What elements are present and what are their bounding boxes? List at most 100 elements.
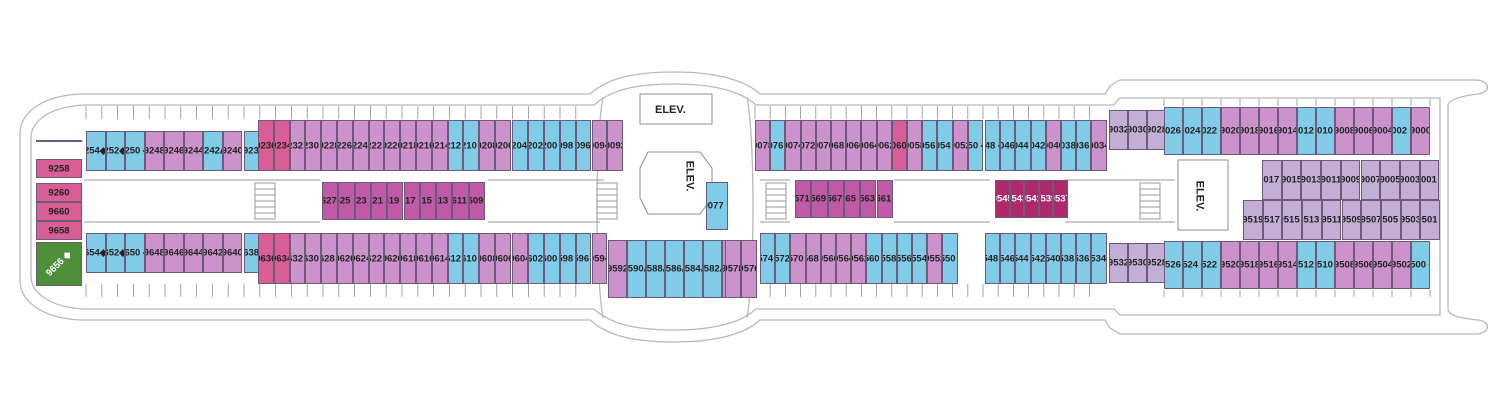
cabin-9092[interactable]: 9092 bbox=[607, 120, 624, 171]
cabin-9604[interactable]: 9604 bbox=[512, 233, 528, 284]
cabin-9626[interactable]: 9626 bbox=[337, 233, 353, 284]
cabin-9658[interactable]: 9658 bbox=[36, 221, 82, 240]
cabin-9544[interactable]: 9544 ◆ bbox=[1015, 233, 1031, 284]
cabin-9537[interactable]: 9537 bbox=[1053, 180, 1068, 218]
cabin-9548[interactable]: 9548 ◆ bbox=[985, 233, 1001, 284]
cabin-9550[interactable]: 9550 ◆ bbox=[942, 233, 958, 284]
cabin-9096[interactable]: 9096Δ bbox=[575, 120, 592, 171]
cabin-9064[interactable]: 9064 bbox=[861, 120, 877, 171]
cabin-9530[interactable]: 9530 bbox=[1128, 243, 1147, 283]
cabin-9569[interactable]: 9569 » bbox=[811, 180, 828, 218]
cabin-9250[interactable]: 9250 ◆ bbox=[125, 131, 145, 171]
cabin-9011[interactable]: 9011 bbox=[1321, 160, 1341, 200]
cabin-9545[interactable]: 9545 bbox=[995, 180, 1010, 218]
cabin-9256[interactable]: 9256 bbox=[36, 140, 82, 142]
cabin-9005[interactable]: 9005 bbox=[1380, 160, 1400, 200]
cabin-9509[interactable]: 9509 bbox=[1341, 200, 1362, 240]
cabin-9012[interactable]: 9012 * bbox=[1297, 107, 1316, 155]
cabin-9212[interactable]: 9212 ◆ bbox=[447, 120, 464, 171]
cabin-9515[interactable]: 9515 * bbox=[1282, 200, 1303, 240]
cabin-9228[interactable]: 9228 bbox=[321, 120, 337, 171]
cabin-9504[interactable]: 9504 bbox=[1373, 241, 1392, 289]
cabin-9098[interactable]: 9098 ◆ bbox=[559, 120, 576, 171]
cabin-9056[interactable]: 9056 ◆ bbox=[922, 120, 938, 171]
cabin-9619[interactable]: 9619 †» bbox=[387, 182, 404, 220]
cabin-9554[interactable]: 9554 * bbox=[912, 233, 928, 284]
cabin-9216[interactable]: 9216 bbox=[416, 120, 432, 171]
cabin-9642[interactable]: 9642 bbox=[203, 233, 223, 273]
cabin-9015[interactable]: 9015 bbox=[1281, 160, 1302, 200]
cabin-9522[interactable]: 9522 ◆ bbox=[1202, 241, 1221, 289]
cabin-9068[interactable]: 9068 ◆ bbox=[831, 120, 847, 171]
cabin-9026[interactable]: 9026 * bbox=[1164, 107, 1183, 155]
cabin-9590[interactable]: 9590Δ bbox=[627, 240, 646, 298]
cabin-9526[interactable]: 9526 * bbox=[1164, 241, 1183, 289]
cabin-9520[interactable]: 9520 bbox=[1221, 241, 1240, 289]
cabin-9524[interactable]: 9524 ◆ bbox=[1183, 241, 1202, 289]
cabin-9003[interactable]: 9003 bbox=[1399, 160, 1420, 200]
cabin-9541[interactable]: 9541 bbox=[1024, 180, 1039, 218]
cabin-9510[interactable]: 9510 * bbox=[1316, 241, 1335, 289]
cabin-9568[interactable]: 9568 ◆ bbox=[805, 233, 821, 284]
cabin-9660[interactable]: 9660 bbox=[36, 202, 82, 221]
cabin-9072[interactable]: 9072Δ bbox=[800, 120, 816, 171]
cabin-9606[interactable]: 9606 bbox=[495, 233, 511, 284]
cabin-9536[interactable]: 9536 ◆ bbox=[1076, 233, 1092, 284]
cabin-9602[interactable]: 9602Δ bbox=[527, 233, 544, 284]
cabin-9571[interactable]: 9571 » bbox=[795, 180, 812, 218]
cabin-9600[interactable]: 9600 ◆ bbox=[543, 233, 560, 284]
cabin-9608[interactable]: 9608 bbox=[479, 233, 495, 284]
cabin-9652[interactable]: 9652◆◘ bbox=[105, 233, 125, 273]
cabin-9516[interactable]: 9516 bbox=[1259, 241, 1278, 289]
cabin-9062[interactable]: 9062 bbox=[876, 120, 892, 171]
cabin-9613[interactable]: 9613 †» bbox=[436, 182, 453, 220]
cabin-9000[interactable]: 9000 bbox=[1411, 107, 1430, 155]
cabin-9500[interactable]: 9500 ◆ bbox=[1411, 241, 1430, 289]
cabin-9024[interactable]: 9024† bbox=[1183, 107, 1202, 155]
cabin-9620[interactable]: 9620 bbox=[384, 233, 401, 284]
cabin-9514[interactable]: 9514 bbox=[1278, 241, 1297, 289]
cabin-9076[interactable]: 9076 ◆ bbox=[770, 120, 786, 171]
cabin-9630[interactable]: 9630 ◆ bbox=[305, 233, 322, 284]
cabin-9007[interactable]: 9007 bbox=[1360, 160, 1381, 200]
cabin-9650[interactable]: 9650 ◆ bbox=[125, 233, 145, 273]
cabin-9022[interactable]: 9022 ◆ bbox=[1202, 107, 1221, 155]
cabin-9636[interactable]: 9636 bbox=[258, 233, 274, 284]
cabin-9004[interactable]: 9004 bbox=[1373, 107, 1392, 155]
cabin-9224[interactable]: 9224Δ bbox=[352, 120, 369, 171]
cabin-9644[interactable]: 9644 bbox=[183, 233, 203, 273]
cabin-9560[interactable]: 9560 ◆ bbox=[866, 233, 882, 284]
cabin-9094[interactable]: 9094 bbox=[591, 120, 608, 171]
cabin-9230[interactable]: 9230 ◆ bbox=[305, 120, 322, 171]
cabin-9009[interactable]: 9009 bbox=[1340, 160, 1361, 200]
cabin-9020[interactable]: 9020 bbox=[1221, 107, 1240, 155]
cabin-9074[interactable]: 9074 bbox=[785, 120, 801, 171]
cabin-9588[interactable]: 9588Δ bbox=[646, 240, 665, 298]
cabin-9502[interactable]: 9502 bbox=[1392, 241, 1411, 289]
cabin-9627[interactable]: 9627 » bbox=[322, 182, 339, 220]
cabin-9246[interactable]: 9246 bbox=[164, 131, 184, 171]
cabin-9040[interactable]: 9040 bbox=[1045, 120, 1061, 171]
cabin-9567[interactable]: 9567 » bbox=[827, 180, 844, 218]
cabin-9242[interactable]: 9242Δ bbox=[203, 131, 223, 171]
cabin-9505[interactable]: 9505 * bbox=[1380, 200, 1401, 240]
cabin-9034[interactable]: 9034 bbox=[1091, 120, 1107, 171]
cabin-9513[interactable]: 9513 * bbox=[1302, 200, 1322, 240]
cabin-9582[interactable]: 9582Δ bbox=[703, 240, 722, 298]
cabin-9252[interactable]: 9252◆◘ bbox=[105, 131, 125, 171]
cabin-9598[interactable]: 9598 ◆ bbox=[559, 233, 576, 284]
cabin-9518[interactable]: 9518 bbox=[1240, 241, 1259, 289]
cabin-9618[interactable]: 9618 bbox=[400, 233, 416, 284]
cabin-9656[interactable]: 9656 ◆ bbox=[36, 242, 82, 286]
cabin-9232[interactable]: 9232 ◆ bbox=[289, 120, 306, 171]
cabin-9204[interactable]: 9204Δ bbox=[512, 120, 528, 171]
cabin-9592[interactable]: 9592 bbox=[608, 240, 627, 298]
cabin-9234[interactable]: 9234 bbox=[273, 120, 290, 171]
cabin-9202[interactable]: 9202Δ bbox=[527, 120, 544, 171]
cabin-9586[interactable]: 9586Δ bbox=[665, 240, 684, 298]
cabin-9014[interactable]: 9014 bbox=[1278, 107, 1297, 155]
cabin-9507[interactable]: 9507 bbox=[1361, 200, 1381, 240]
cabin-9001[interactable]: 9001 * bbox=[1419, 160, 1440, 200]
cabin-9624[interactable]: 9624 bbox=[352, 233, 369, 284]
cabin-9030[interactable]: 9030 bbox=[1128, 110, 1147, 150]
